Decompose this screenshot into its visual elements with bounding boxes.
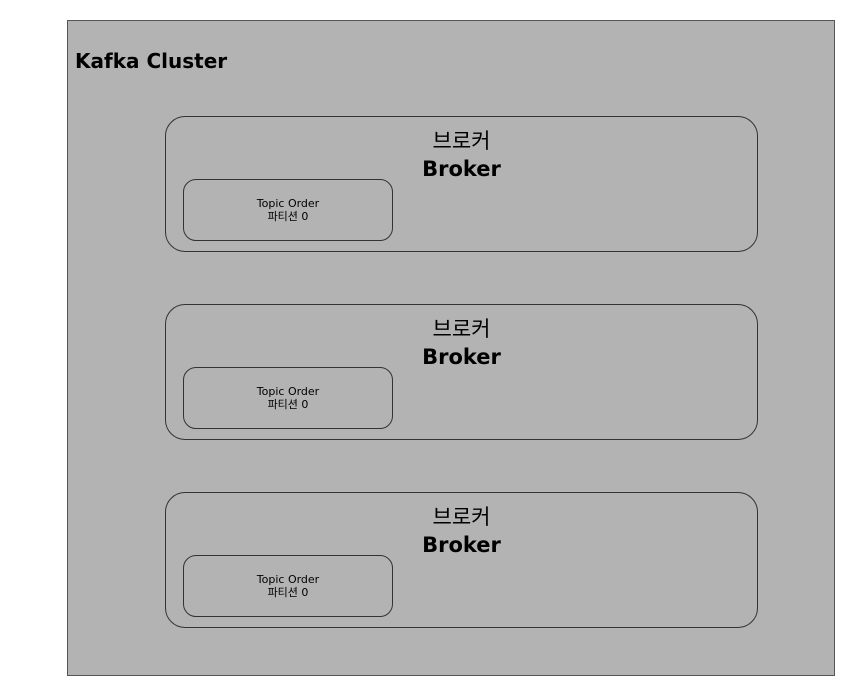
partition-name: 파티션 0 [267, 210, 309, 223]
partition-name: 파티션 0 [267, 586, 309, 599]
broker-label: 브로커 Broker [166, 315, 757, 371]
broker-1: 브로커 Broker Topic Order 파티션 0 [165, 116, 758, 252]
partition-name: 파티션 0 [267, 398, 309, 411]
partition-topic: Topic Order [256, 197, 320, 210]
broker-label-ko: 브로커 [432, 505, 491, 529]
broker-label-en: Broker [422, 157, 501, 181]
broker-label-en: Broker [422, 533, 501, 557]
broker-3: 브로커 Broker Topic Order 파티션 0 [165, 492, 758, 628]
partition-box: Topic Order 파티션 0 [183, 367, 393, 429]
partition-box: Topic Order 파티션 0 [183, 179, 393, 241]
kafka-cluster: Kafka Cluster 브로커 Broker Topic Order 파티션… [67, 20, 835, 676]
broker-label-ko: 브로커 [432, 129, 491, 153]
broker-2: 브로커 Broker Topic Order 파티션 0 [165, 304, 758, 440]
cluster-title: Kafka Cluster [75, 49, 228, 73]
broker-label: 브로커 Broker [166, 503, 757, 559]
partition-box: Topic Order 파티션 0 [183, 555, 393, 617]
broker-label-ko: 브로커 [432, 317, 491, 341]
broker-label-en: Broker [422, 345, 501, 369]
broker-label: 브로커 Broker [166, 127, 757, 183]
partition-topic: Topic Order [256, 573, 320, 586]
partition-topic: Topic Order [256, 385, 320, 398]
